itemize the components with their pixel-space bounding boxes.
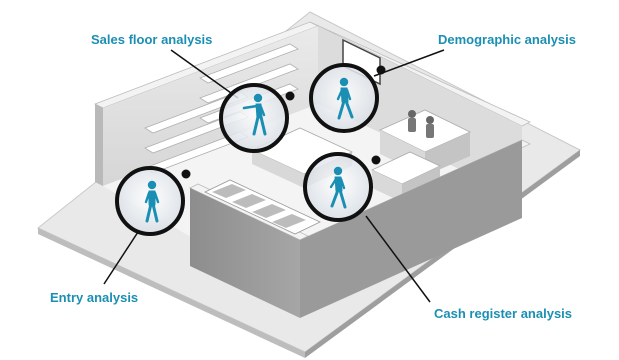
camera-dot-entry — [181, 169, 191, 179]
leader-line-demographic — [373, 49, 445, 77]
walking-person-icon — [336, 77, 354, 120]
entry-wall — [95, 104, 103, 186]
leader-line-entry — [103, 231, 139, 285]
register-counter — [371, 109, 471, 202]
walking-person-icon — [329, 166, 347, 209]
entry-analysis-label: Entry analysis — [50, 290, 139, 305]
leader-line-cash-register — [365, 215, 431, 303]
demographic-analysis-label: Demographic analysis — [438, 32, 576, 47]
walking-person-icon — [242, 93, 267, 136]
camera-dot-cash-register — [371, 155, 381, 165]
cash-register-analysis-label: Cash register analysis — [434, 306, 573, 321]
camera-dot-demographic — [376, 65, 386, 75]
wall-display — [342, 38, 381, 86]
walking-person-icon — [144, 180, 160, 223]
camera-dot-sales-floor — [285, 91, 295, 101]
leader-line-sales-floor — [170, 49, 239, 99]
base-slab-edge-left — [38, 228, 305, 358]
front-right-wall-face — [300, 140, 522, 318]
display-case — [204, 179, 321, 235]
sales-floor-analysis-label: Sales floor analysis — [91, 32, 213, 47]
lens-sales-floor — [219, 83, 289, 153]
front-left-wall-face — [190, 188, 300, 318]
